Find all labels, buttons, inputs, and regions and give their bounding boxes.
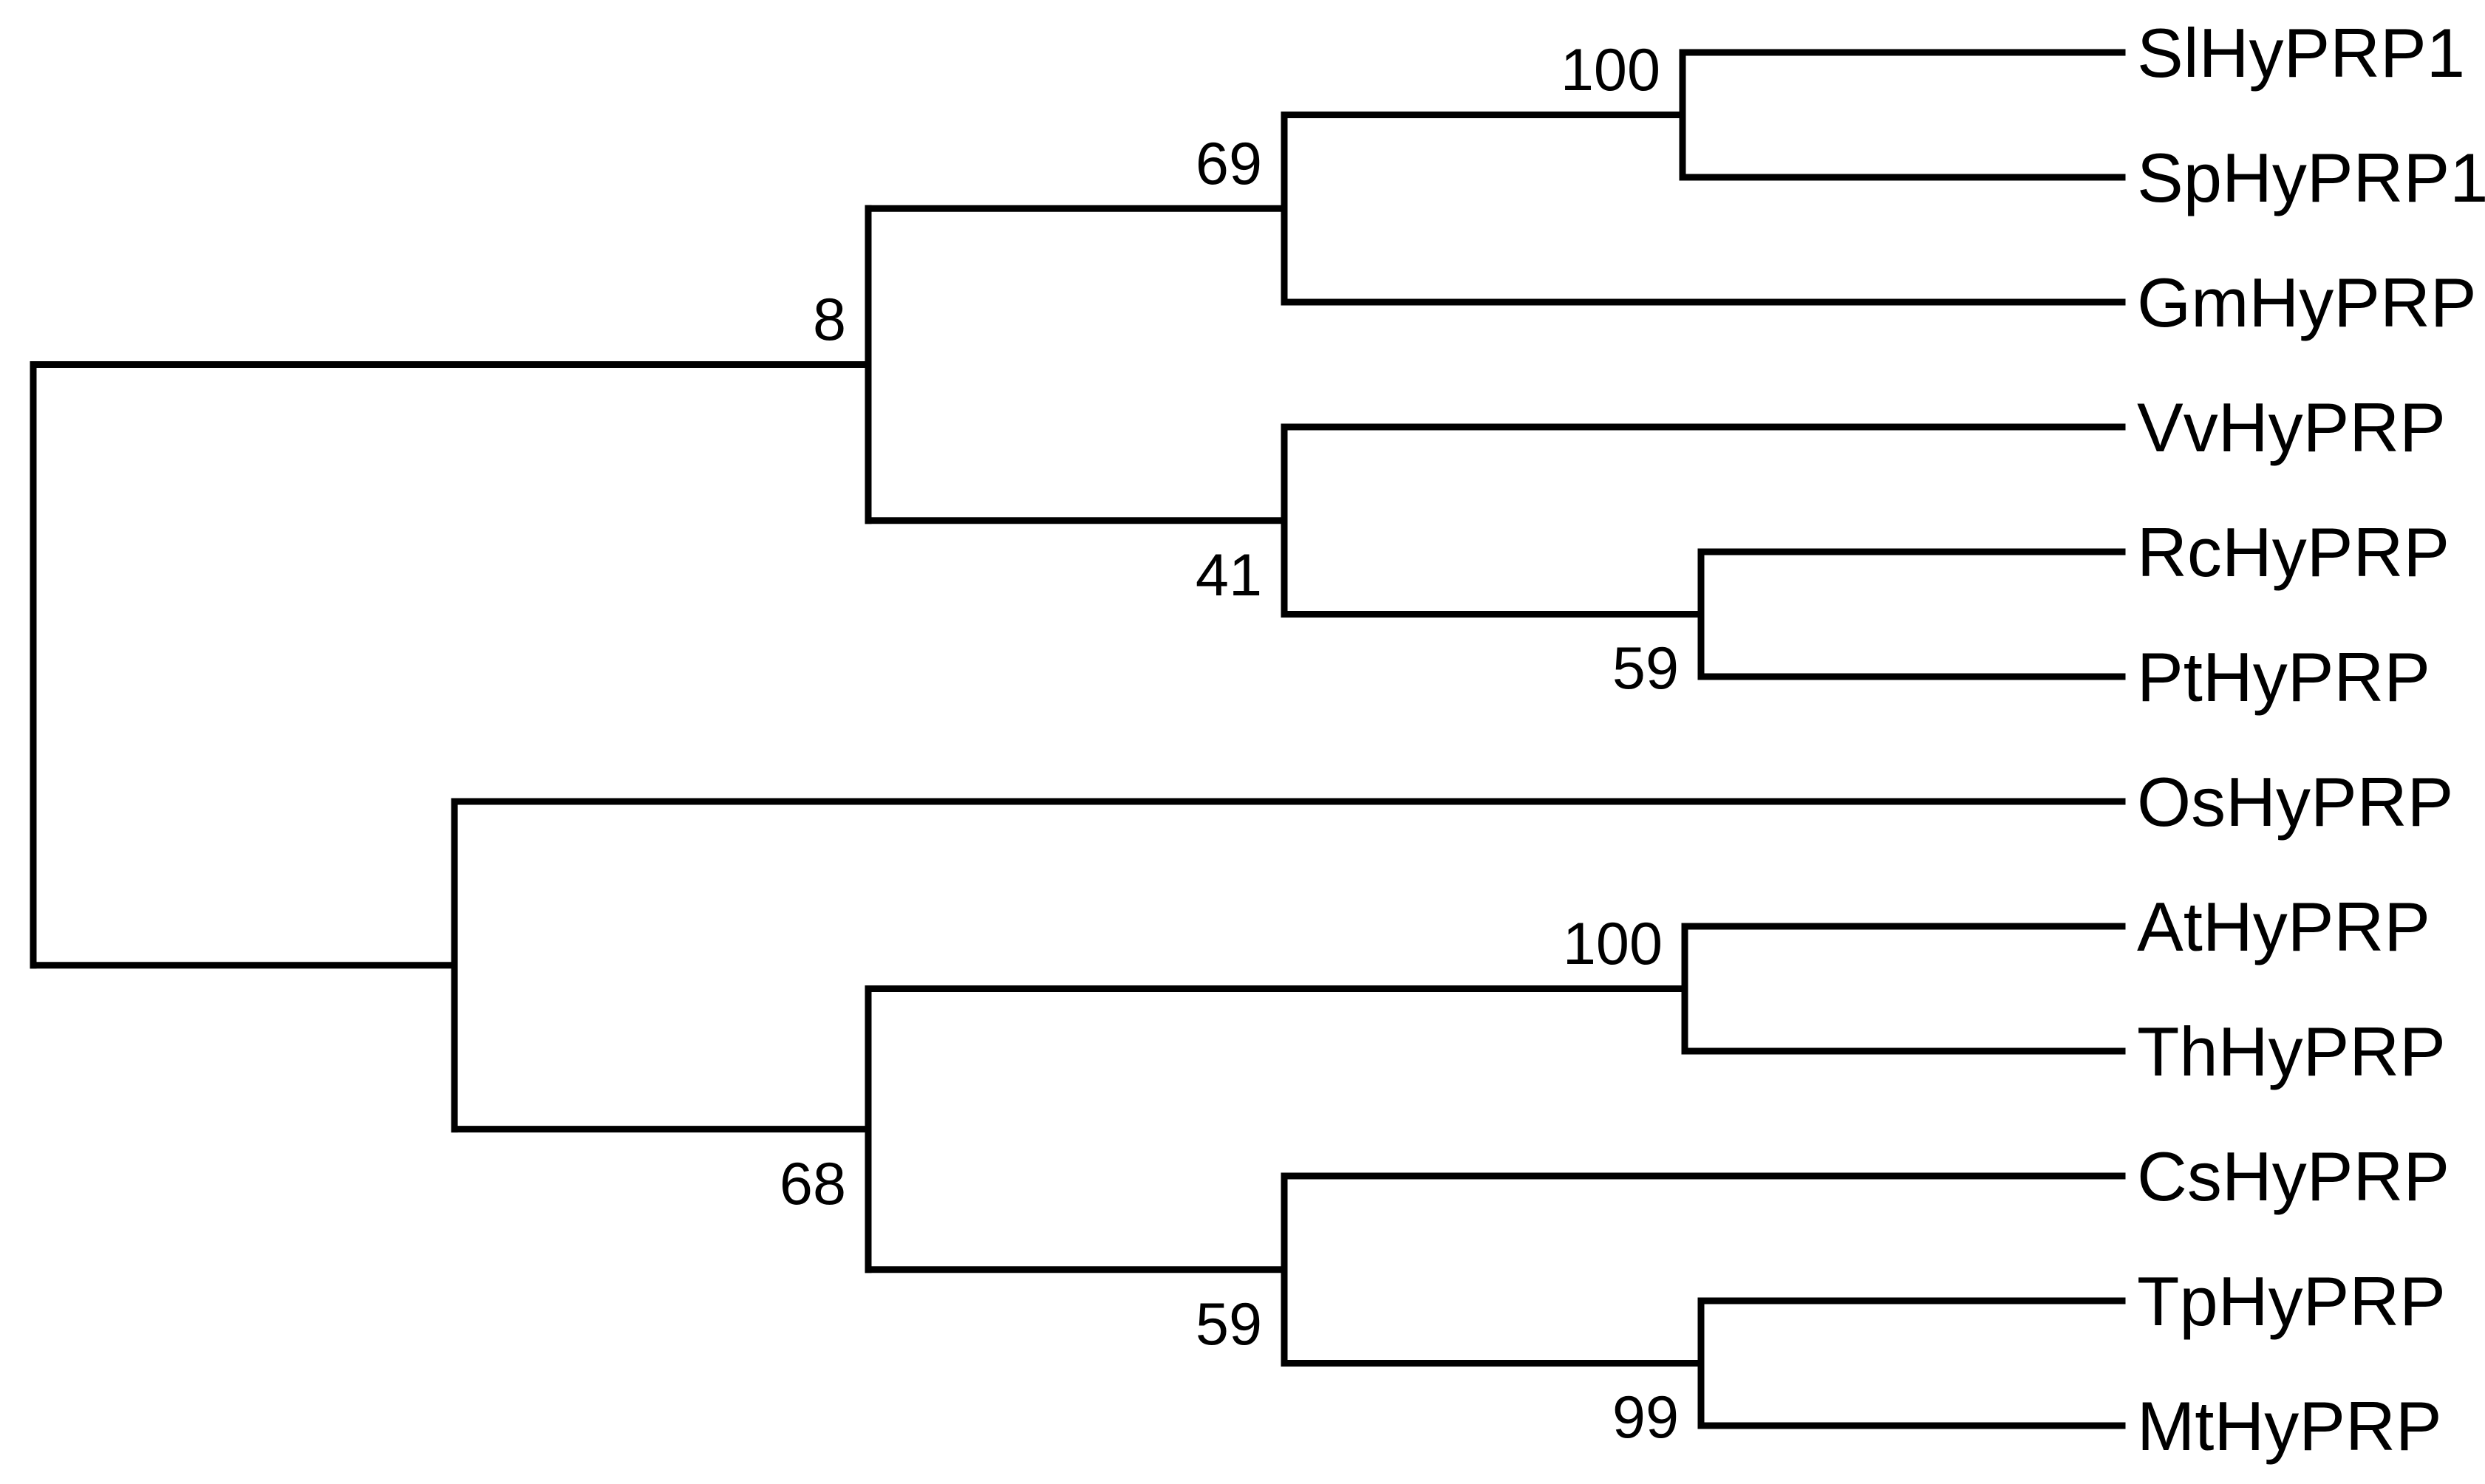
taxon-label-SlHyPRP1: SlHyPRP1 xyxy=(2137,14,2465,92)
taxon-label-OsHyPRP: OsHyPRP xyxy=(2137,763,2453,841)
bootstrap-value-AtHyPRP-ThHyPRP: 100 xyxy=(1563,911,1663,977)
bootstrap-value-SlHyPRP1-SpHyPRP1: 100 xyxy=(1561,37,1660,103)
taxon-label-CsHyPRP: CsHyPRP xyxy=(2137,1138,2450,1215)
taxon-label-RcHyPRP: RcHyPRP xyxy=(2137,513,2450,591)
taxon-label-GmHyPRP: GmHyPRP xyxy=(2137,264,2477,341)
taxon-label-VvHyPRP: VvHyPRP xyxy=(2137,389,2446,466)
taxon-label-SpHyPRP1: SpHyPRP1 xyxy=(2137,139,2485,216)
bootstrap-value-Cs-(Tp,Mt): 59 xyxy=(1196,1291,1262,1358)
bootstrap-value-upper-clade: 8 xyxy=(813,287,846,353)
taxon-label-ThHyPRP: ThHyPRP xyxy=(2137,1013,2446,1090)
bootstrap-value-RcHyPRP-PtHyPRP: 59 xyxy=(1612,635,1679,702)
taxon-label-MtHyPRP: MtHyPRP xyxy=(2137,1387,2442,1465)
bootstrap-value-(Sl,Sp)-GmHyPRP: 69 xyxy=(1196,131,1262,197)
taxon-label-PtHyPRP: PtHyPRP xyxy=(2137,638,2430,716)
bootstrap-value-(At,Th)-(Cs,Tp,Mt): 68 xyxy=(780,1151,846,1217)
taxon-label-AtHyPRP: AtHyPRP xyxy=(2137,888,2430,965)
taxon-label-TpHyPRP: TpHyPRP xyxy=(2137,1262,2446,1340)
bootstrap-value-TpHyPRP-MtHyPRP: 99 xyxy=(1612,1384,1679,1451)
bootstrap-value-Vv-(Rc,Pt): 41 xyxy=(1196,542,1262,609)
